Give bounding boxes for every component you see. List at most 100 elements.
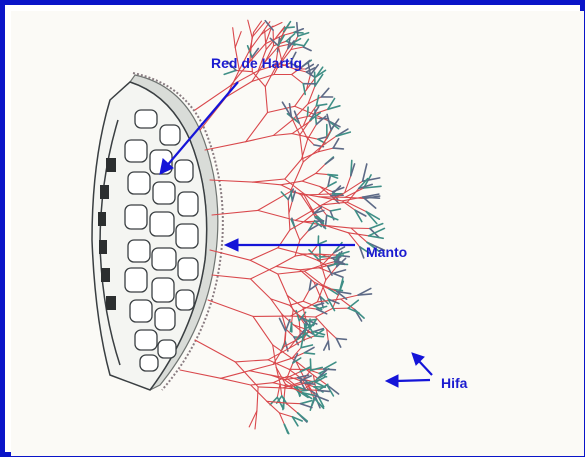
hypha-segment	[328, 266, 332, 275]
hypha-segment	[257, 387, 258, 411]
cortical-cell	[125, 268, 147, 292]
hypha-segment	[301, 404, 312, 408]
hypha-segment	[303, 47, 311, 51]
hypha-arrow-upper	[418, 360, 432, 375]
hypha-segment	[302, 152, 319, 159]
hypha-segment	[235, 32, 241, 48]
hypha-segment	[265, 31, 266, 50]
cortical-cell	[140, 355, 158, 371]
hypha-segment	[289, 201, 292, 213]
hypha-segment	[278, 271, 305, 274]
root-cross-section	[92, 73, 223, 390]
cortical-cell	[176, 290, 194, 310]
hypha-segment	[286, 403, 301, 404]
cortical-cell	[135, 110, 157, 128]
hypha-segment	[301, 401, 312, 404]
cortical-cell	[153, 182, 175, 204]
hypha-segment	[286, 403, 298, 413]
endodermal-cell	[106, 158, 116, 172]
hypha-segment	[363, 197, 380, 198]
cortical-cell	[128, 172, 150, 194]
cortical-cell	[155, 308, 175, 330]
cortical-cell	[178, 192, 198, 216]
hypha-segment	[280, 384, 282, 396]
mantle-label: Manto	[366, 244, 407, 260]
hypha-segment	[224, 70, 236, 74]
hypha-segment	[251, 266, 277, 279]
hypha-segment	[290, 162, 303, 192]
hypha-segment	[304, 347, 314, 352]
hypha-segment	[253, 316, 273, 345]
hypha-segment	[212, 210, 258, 215]
hypha-segment	[292, 310, 294, 323]
hypha-segment	[250, 248, 278, 260]
cortical-cell	[150, 212, 174, 236]
hypha-segment	[370, 224, 383, 229]
hypha-segment	[333, 273, 343, 277]
hypha-segment	[316, 173, 328, 174]
hypha-segment	[304, 353, 314, 354]
cortical-cell	[152, 278, 174, 302]
hypha-segment	[345, 188, 364, 197]
hypha-segment	[316, 317, 327, 329]
hypha-segment	[253, 179, 285, 182]
hypha-segment	[276, 256, 295, 266]
hypha-segment	[303, 301, 314, 306]
endodermal-cell	[101, 268, 110, 282]
endodermal-cell	[99, 240, 107, 254]
hypha-segment	[333, 270, 345, 274]
hypha-segment	[303, 84, 305, 95]
hypha-segment	[277, 384, 280, 398]
hypha-segment	[195, 340, 235, 362]
hypha-segment	[235, 360, 268, 362]
hypha-segment	[321, 88, 329, 97]
cortical-cell	[176, 224, 198, 248]
hypha-segment	[305, 383, 315, 384]
hypha-segment	[286, 320, 290, 331]
hypha-segment	[303, 39, 308, 47]
hypha-segment	[276, 367, 285, 384]
hypha-segment	[221, 378, 251, 385]
hypha-segment	[336, 339, 340, 348]
hypha-segment	[316, 95, 318, 105]
hypha-segment	[363, 164, 367, 181]
endodermal-cell	[100, 185, 109, 199]
hypha-arrow-lower	[396, 380, 430, 381]
hypha-segment	[291, 47, 303, 50]
hypha-segment	[297, 23, 298, 36]
hypha-segment	[369, 236, 384, 239]
hypha-segment	[288, 200, 289, 214]
hypha-segment	[258, 192, 290, 211]
cortical-cell	[135, 330, 157, 350]
hypha-segment	[327, 385, 339, 394]
hypha-segment	[278, 274, 288, 296]
hypha-segment	[316, 382, 325, 386]
cortical-cell	[128, 240, 150, 262]
cortical-cell	[125, 205, 147, 229]
endodermal-cell	[106, 296, 116, 310]
hypha-segment	[294, 32, 303, 33]
hypha-segment	[315, 336, 324, 337]
hypha-segment	[253, 182, 281, 185]
hypha-segment	[299, 321, 300, 334]
hypha-segment	[251, 279, 271, 299]
hypha-segment	[235, 362, 258, 387]
hypha-segment	[210, 180, 253, 182]
hypha-segment	[318, 241, 326, 244]
hypha-segment	[326, 215, 327, 226]
hypha-segment	[233, 28, 236, 48]
hypha-segment	[333, 139, 339, 148]
hypha-segment	[318, 390, 329, 391]
hartig-net-label: Red de Hartig	[211, 55, 302, 71]
hypha-segment	[273, 120, 292, 136]
cortical-cell	[130, 300, 152, 322]
hypha-segment	[292, 75, 304, 84]
hypha-segment	[249, 371, 270, 375]
hypha-segment	[285, 159, 302, 179]
hypha-arrowhead-lower	[386, 375, 398, 387]
cortical-cell	[160, 125, 180, 145]
hypha-segment	[276, 266, 300, 269]
hypha-segment	[364, 198, 375, 208]
hypha-segment	[221, 371, 250, 379]
endodermal-cell	[98, 212, 106, 226]
